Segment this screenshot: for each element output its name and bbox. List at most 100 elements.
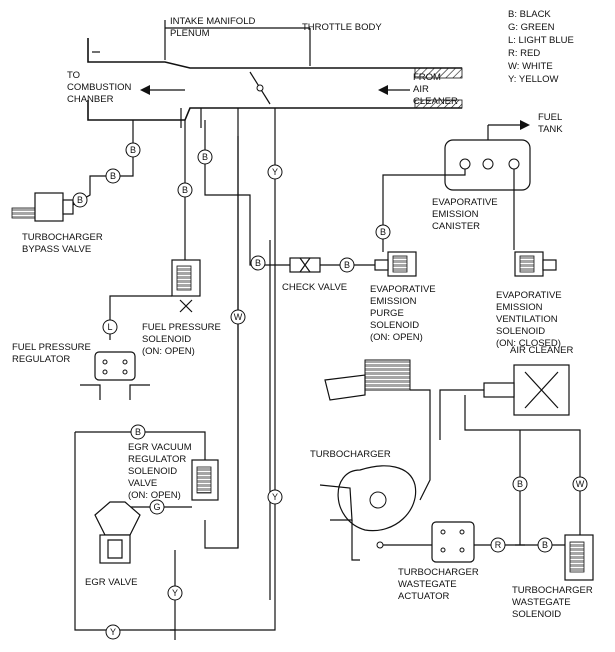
to-combustion-label-3: CHANBER: [67, 94, 114, 105]
hose-tag-y3: Y: [167, 585, 183, 601]
svg-text:Y: Y: [110, 627, 116, 637]
intake-plenum-label-2: PLENUM: [170, 28, 210, 39]
svg-text:L: L: [107, 322, 112, 332]
hose-tag-b1: B: [125, 142, 141, 158]
svg-text:W: W: [576, 479, 585, 489]
svg-text:B: B: [135, 427, 141, 437]
wg-act-label-2: WASTEGATE: [398, 579, 457, 590]
fuel-reg-label-1: FUEL PRESSURE: [12, 342, 91, 353]
to-combustion-label-2: COMBUSTION: [67, 82, 132, 93]
svg-text:Y: Y: [172, 588, 178, 598]
svg-text:B: B: [517, 479, 523, 489]
from-air-label-2: AIR: [413, 84, 429, 95]
egr-vacuum-regulator-solenoid: [130, 459, 219, 508]
check-valve-label: CHECK VALVE: [282, 282, 347, 293]
hose-tag-w2: W: [572, 476, 588, 492]
from-air-label-1: FROM: [413, 72, 441, 83]
hose-tag-b9: B: [130, 424, 146, 440]
hose-tag-b7: B: [339, 257, 355, 273]
air-cleaner-label: AIR CLEANER: [510, 345, 573, 356]
vent-label-4: SOLENOID: [496, 326, 545, 337]
fuel-sol-label-2: SOLENOID: [142, 334, 191, 345]
hose-tag-b2: B: [105, 168, 121, 184]
purge-label-2: EMISSION: [370, 296, 417, 307]
purge-label-5: (ON: OPEN): [370, 332, 423, 343]
egr-sol-label-4: VALVE: [128, 478, 157, 489]
canister-label-2: EMISSION: [432, 209, 479, 220]
turbocharger-wastegate-actuator: [376, 521, 565, 563]
egr-sol-label-2: REGULATOR: [128, 454, 186, 465]
svg-text:R: R: [495, 540, 502, 550]
intake-plenum-label-1: INTAKE MANIFOLD: [170, 16, 255, 27]
evaporative-emission-canister: [444, 139, 531, 191]
legend-black: B: BLACK: [508, 9, 551, 20]
fuel-reg-label-2: REGULATOR: [12, 354, 70, 365]
intake-manifold-plenum: [87, 20, 463, 121]
hose-tag-y2: Y: [267, 489, 283, 505]
from-air-label-3: CLEANER: [413, 96, 458, 107]
hose-tag-y1: Y: [267, 164, 283, 180]
evap-purge-solenoid: [374, 240, 417, 277]
turbocharger-wastegate-solenoid: [564, 534, 594, 581]
evap-ventilation-solenoid: [514, 251, 557, 277]
canister-label-3: CANISTER: [432, 221, 480, 232]
egr-sol-label-5: (ON: OPEN): [128, 490, 181, 501]
wg-act-label-3: ACTUATOR: [398, 591, 450, 602]
legend-light-blue: L: LIGHT BLUE: [508, 35, 574, 46]
vent-label-3: VENTILATION: [496, 314, 558, 325]
egr-valve: [94, 501, 180, 640]
fuel-pressure-solenoid: [109, 259, 201, 340]
air-cleaner: [439, 364, 570, 440]
svg-text:B: B: [77, 195, 83, 205]
turbocharger: [319, 359, 431, 561]
legend-red: R: RED: [508, 48, 540, 59]
turbocharger-bypass-valve: [11, 170, 134, 222]
wg-sol-label-2: WASTEGATE: [512, 597, 571, 608]
hose-tag-l1: L: [102, 319, 118, 335]
fuel-pressure-regulator: [80, 351, 150, 400]
hose-tag-b6: B: [250, 255, 266, 271]
throttle-body-label: THROTTLE BODY: [302, 22, 382, 33]
hose-tag-r1: R: [490, 537, 506, 553]
color-legend: B: BLACK G: GREEN L: LIGHT BLUE R: RED W…: [508, 9, 574, 85]
legend-yellow: Y: YELLOW: [508, 74, 559, 85]
hose-tag-b10: B: [512, 476, 528, 492]
hose-tag-g1: G: [149, 499, 165, 515]
to-combustion-label-1: TO: [67, 70, 80, 81]
wg-sol-label-3: SOLENOID: [512, 609, 561, 620]
hose-tag-w1: W: [230, 309, 246, 325]
svg-text:Y: Y: [272, 492, 278, 502]
svg-text:B: B: [542, 540, 548, 550]
svg-text:G: G: [153, 502, 160, 512]
arrow-from-air-cleaner-icon: [378, 85, 410, 95]
fuel-tank-label-2: TANK: [538, 124, 563, 135]
svg-text:B: B: [110, 171, 116, 181]
arrow-to-combustion-icon: [140, 85, 185, 95]
hose-tag-b3: B: [72, 192, 88, 208]
legend-green: G: GREEN: [508, 22, 555, 33]
vent-label-5: (ON: CLOSED): [496, 338, 561, 349]
svg-text:B: B: [130, 145, 136, 155]
hose-tags: B B B B B B B B B B B L W W Y Y Y Y G R: [72, 142, 588, 640]
bypass-label-1: TURBOCHARGER: [22, 232, 103, 243]
hose-tag-b4: B: [197, 149, 213, 165]
fuel-tank-label-1: FUEL: [538, 112, 562, 123]
bypass-label-2: BYPASS VALVE: [22, 244, 91, 255]
legend-white: W: WHITE: [508, 61, 553, 72]
egr-sol-label-3: SOLENOID: [128, 466, 177, 477]
svg-text:B: B: [182, 185, 188, 195]
svg-text:B: B: [255, 258, 261, 268]
canister-label-1: EVAPORATIVE: [432, 197, 498, 208]
fuel-sol-label-1: FUEL PRESSURE: [142, 322, 221, 333]
vent-label-2: EMISSION: [496, 302, 543, 313]
fuel-sol-label-3: (ON: OPEN): [142, 346, 195, 357]
turbocharger-label: TURBOCHARGER: [310, 449, 391, 460]
svg-text:W: W: [234, 312, 243, 322]
svg-text:B: B: [380, 227, 386, 237]
purge-label-4: SOLENOID: [370, 320, 419, 331]
purge-label-1: EVAPORATIVE: [370, 284, 436, 295]
hose-tag-b8: B: [375, 224, 391, 240]
hose-tag-b5: B: [177, 182, 193, 198]
